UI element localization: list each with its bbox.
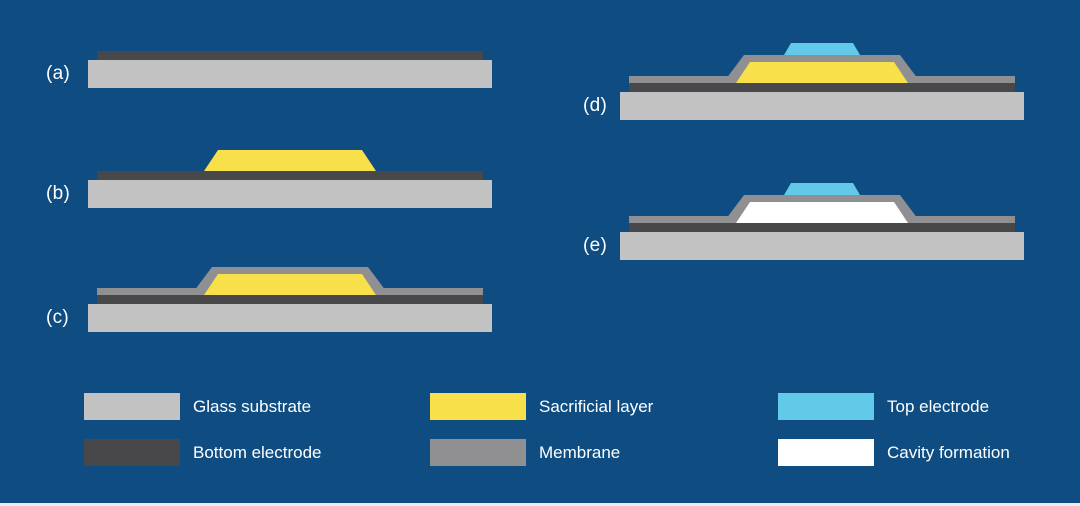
glass-substrate <box>88 304 492 332</box>
step-label-c: (c) <box>46 307 70 328</box>
legend-item-top-electrode: Top electrode <box>778 393 989 420</box>
legend-label: Glass substrate <box>193 396 312 416</box>
legend-item-bottom-electrode: Bottom electrode <box>84 439 322 466</box>
legend-swatch-sacrificial-layer <box>430 393 526 420</box>
bottom-electrode-layer <box>629 83 1015 92</box>
step-d-diagram <box>620 43 1024 120</box>
legend-label: Membrane <box>539 442 621 462</box>
glass-substrate <box>88 180 492 208</box>
step-label-d: (d) <box>583 95 608 116</box>
cavity-region <box>736 202 908 223</box>
legend-label: Sacrificial layer <box>539 396 654 416</box>
glass-substrate <box>620 232 1024 260</box>
legend-label: Cavity formation <box>887 442 1010 462</box>
step-b-diagram <box>88 150 492 208</box>
legend-item-cavity-formation: Cavity formation <box>778 439 1010 466</box>
bottom-electrode-layer <box>97 171 483 180</box>
step-label-a: (a) <box>46 63 71 84</box>
top-electrode-layer <box>784 43 860 55</box>
step-c-diagram <box>88 267 492 332</box>
step-label-e: (e) <box>583 235 608 256</box>
legend-swatch-glass-substrate <box>84 393 180 420</box>
step-label-b: (b) <box>46 183 71 204</box>
sacrificial-layer <box>204 150 376 171</box>
legend-item-membrane: Membrane <box>430 439 620 466</box>
bottom-electrode-layer <box>97 295 483 304</box>
legend-label: Top electrode <box>887 396 990 416</box>
legend-swatch-bottom-electrode <box>84 439 180 466</box>
bottom-electrode-layer <box>629 223 1015 232</box>
sacrificial-layer <box>736 62 908 83</box>
legend-swatch-cavity-formation <box>778 439 874 466</box>
step-e-diagram <box>620 183 1024 260</box>
glass-substrate <box>88 60 492 88</box>
top-electrode-layer <box>784 183 860 195</box>
sacrificial-layer <box>204 274 376 295</box>
legend-swatch-top-electrode <box>778 393 874 420</box>
legend-swatch-membrane <box>430 439 526 466</box>
legend-item-glass-substrate: Glass substrate <box>84 393 311 420</box>
legend-label: Bottom electrode <box>193 442 322 462</box>
step-a-diagram <box>88 51 492 88</box>
bottom-electrode-layer <box>97 51 483 60</box>
bottom-edge-line <box>0 503 1080 506</box>
legend-item-sacrificial-layer: Sacrificial layer <box>430 393 653 420</box>
glass-substrate <box>620 92 1024 120</box>
